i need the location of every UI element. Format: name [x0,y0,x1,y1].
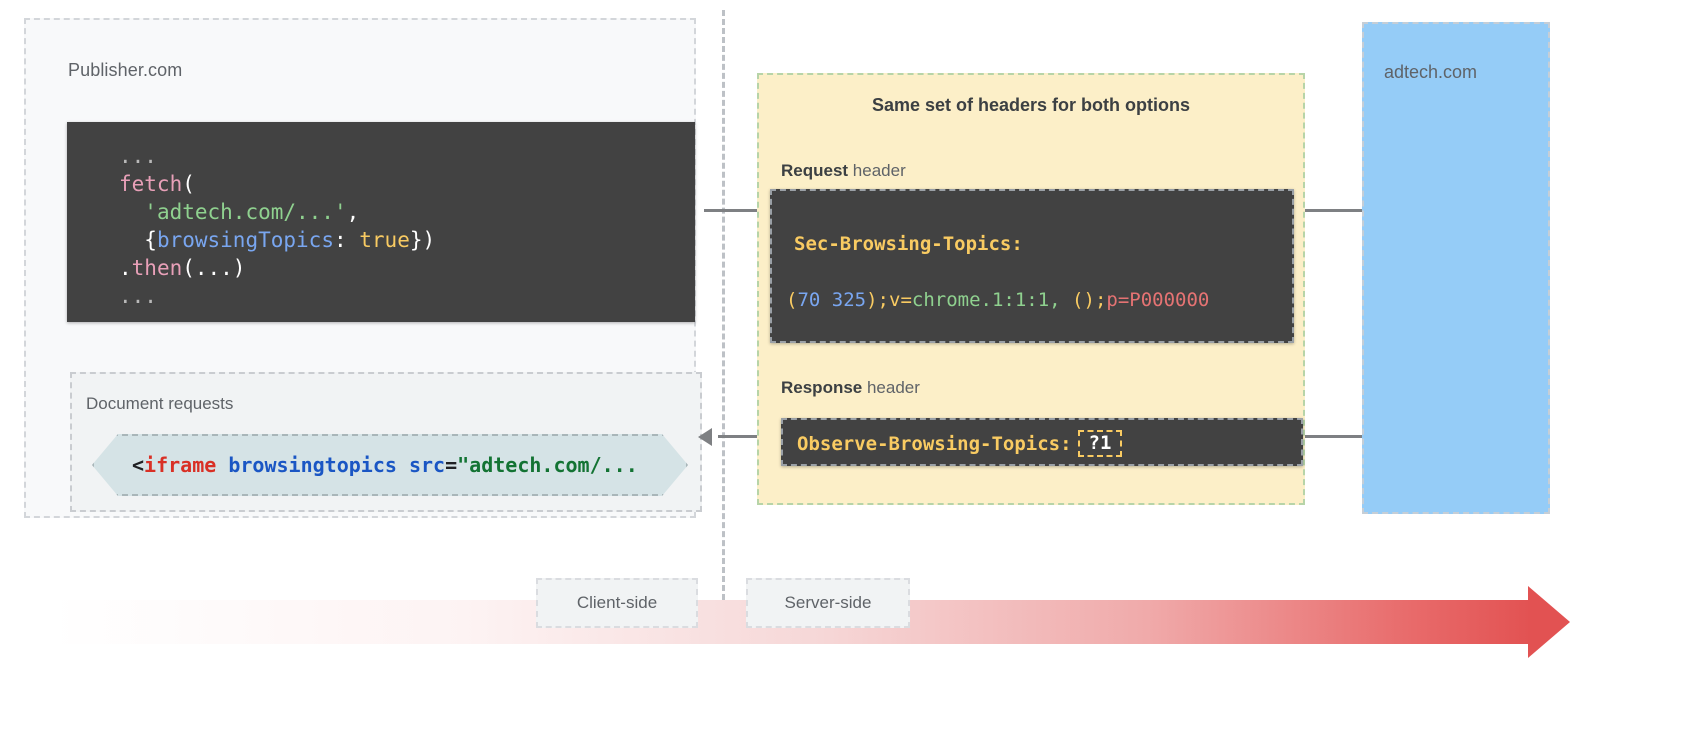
connector-publisher-to-request [704,209,766,212]
iframe-snippet-text: <iframe browsingtopics src="adtech.com/.… [132,453,638,477]
connector-request-to-adtech [1297,209,1375,212]
request-header-box: Sec-Browsing-Topics: (70 325);v=chrome.1… [770,189,1294,343]
connector-response-to-publisher [718,435,778,438]
fetch-code-block: ... fetch( 'adtech.com/...', {browsingTo… [67,122,695,322]
server-side-chip: Server-side [746,578,910,628]
connector-adtech-to-response [1297,435,1375,438]
code-line: ... [119,144,157,168]
response-header-line: Observe-Browsing-Topics: ?1 [797,430,1123,457]
publisher-label: Publisher.com [68,60,183,80]
code-line: {browsingTopics: true}) [144,228,436,252]
request-header-value: (70 325);v=chrome.1:1:1, ();p=P000000 [786,289,1210,311]
document-requests-label: Document requests [86,394,234,413]
arrow-head-left-icon [698,428,712,446]
headers-panel: Same set of headers for both options Req… [757,73,1305,505]
request-header-caption-rest: header [848,161,906,180]
iframe-snippet-chevron: <iframe browsingtopics src="adtech.com/.… [92,434,688,496]
publisher-panel: Publisher.com ... fetch( 'adtech.com/...… [24,18,702,518]
client-server-divider [722,10,725,600]
response-header-caption-bold: Response [781,378,863,397]
request-header-caption-bold: Request [781,161,849,180]
adtech-label: adtech.com [1384,62,1478,82]
response-header-name: Observe-Browsing-Topics: [797,432,1072,455]
adtech-panel: adtech.com [1362,22,1550,514]
code-line: fetch( [119,172,195,196]
code-line: 'adtech.com/...', [144,200,360,224]
headers-panel-title: Same set of headers for both options [871,95,1191,115]
response-header-box: Observe-Browsing-Topics: ?1 [781,418,1303,466]
document-requests-panel: Document requests <iframe browsingtopics… [70,372,702,512]
response-header-value-badge: ?1 [1077,430,1123,457]
request-header-caption: Request header [781,161,906,181]
request-header-name: Sec-Browsing-Topics: [794,233,1023,255]
code-line: ... [119,284,157,308]
response-header-caption: Response header [781,378,920,398]
response-header-caption-rest: header [862,378,920,397]
timeline-arrow-head-icon [1528,586,1570,658]
code-line: .then(...) [119,256,246,280]
client-side-chip: Client-side [536,578,698,628]
